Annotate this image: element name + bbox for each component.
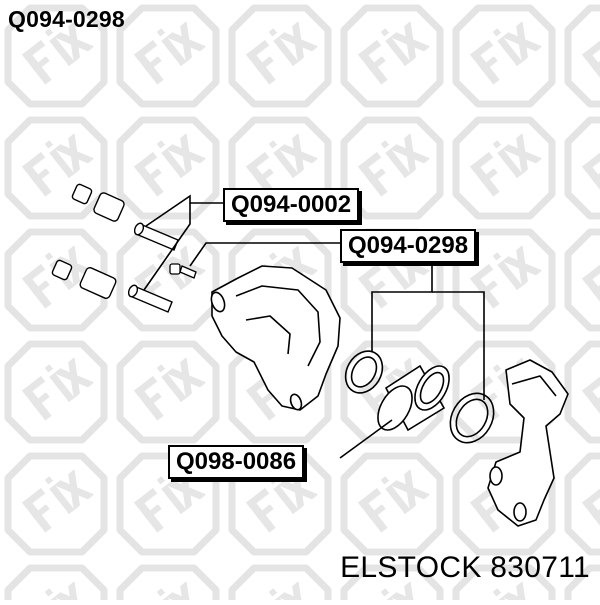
guide-pin-lower-set — [51, 259, 173, 313]
bleeder-screw — [169, 263, 197, 279]
caliper-bracket — [487, 359, 569, 527]
page-title: Q094-0298 — [8, 6, 125, 32]
callout-piston: Q098-0086 — [168, 445, 305, 479]
dust-boot-ring — [449, 392, 495, 444]
leader-lines — [143, 194, 485, 459]
caliper-housing — [210, 265, 341, 411]
piston-seal-left — [344, 350, 384, 394]
callout-guide-pin-kit: Q094-0002 — [223, 188, 360, 222]
cross-reference-label: ELSTOCK 830711 — [340, 551, 590, 584]
piston — [377, 364, 450, 432]
callout-seal-kit: Q094-0298 — [340, 229, 477, 263]
guide-pin-upper-set — [71, 183, 179, 251]
